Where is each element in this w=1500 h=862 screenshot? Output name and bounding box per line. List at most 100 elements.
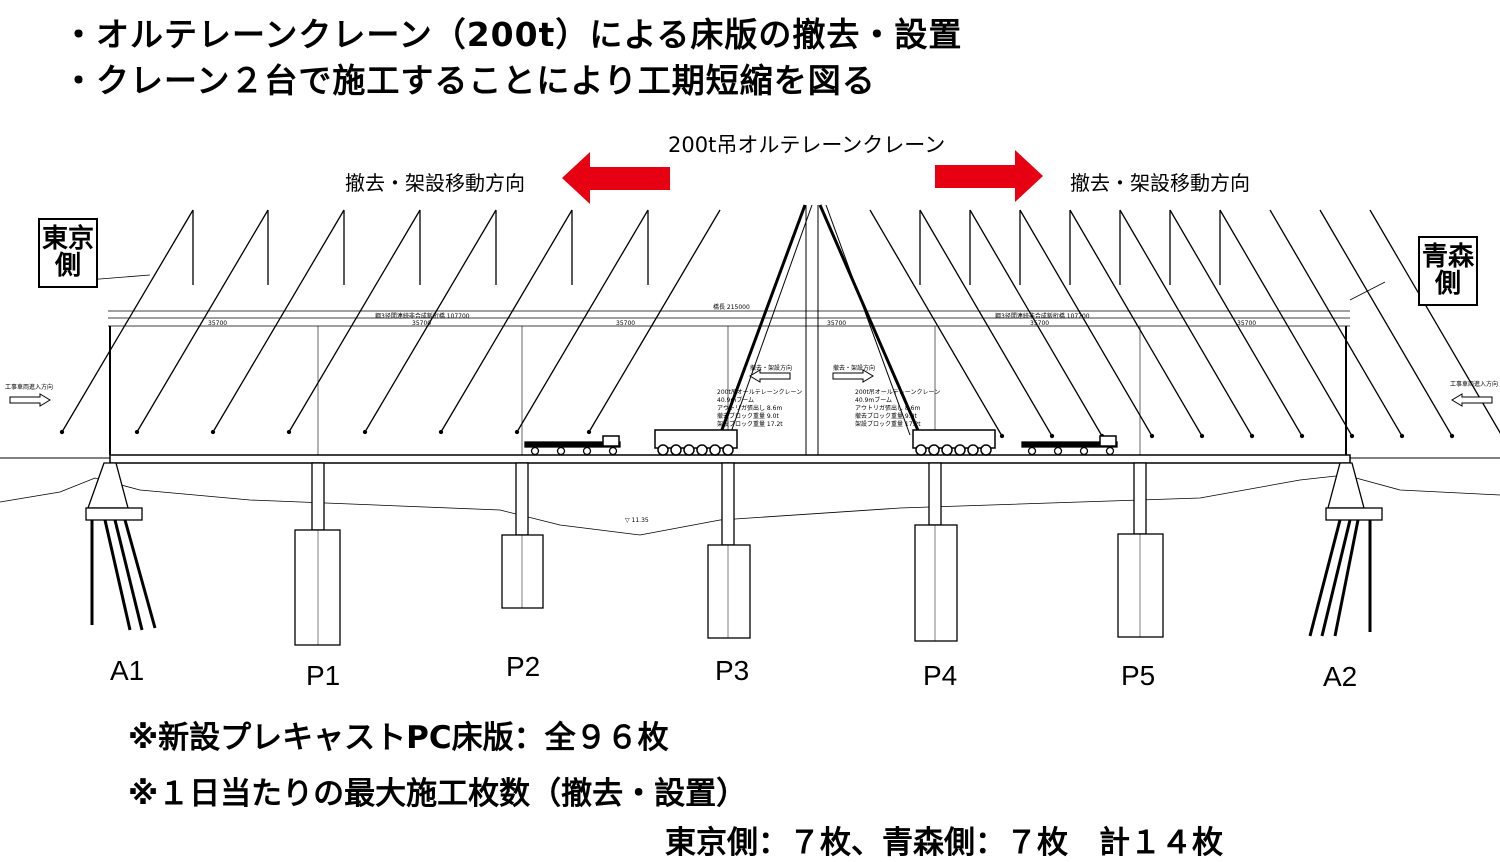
pile: [123, 519, 157, 629]
radius-point: [1449, 433, 1455, 439]
support-a2: A2: [1323, 661, 1358, 692]
small-direction-right: 撤去・架設方向: [833, 365, 876, 372]
heading-2: ・クレーン２台で施工することにより工期短縮を図る: [62, 61, 876, 100]
wheel: [670, 444, 682, 456]
radius-line: [869, 209, 1003, 437]
wheel: [928, 444, 940, 456]
radius-point: [59, 429, 65, 435]
radius-line: [136, 209, 269, 433]
wheel: [696, 444, 708, 456]
span-dim: 35700: [1030, 320, 1050, 327]
arrow-right-icon: [935, 150, 1043, 202]
pile: [1308, 519, 1342, 637]
pier-footing: [294, 529, 341, 646]
crane-boom: [718, 204, 807, 436]
radius-line: [61, 209, 194, 433]
radius-line: [919, 209, 1053, 437]
support-p2: P2: [506, 651, 541, 682]
wheel: [582, 446, 592, 456]
trailer-right: [1021, 441, 1118, 448]
radius-line: [364, 209, 497, 433]
span-dim: 35700: [827, 320, 847, 327]
pile: [1333, 519, 1360, 637]
pier-footing: [501, 534, 544, 609]
truck-cab: [1099, 435, 1117, 447]
abutment-a1: [87, 462, 129, 509]
trailer-left: [524, 441, 621, 448]
radius-line: [1019, 209, 1153, 437]
abutment-a1-footing: [85, 507, 143, 521]
note-daily-max: ※１日当たりの最大施工枚数（撤去・設置）: [128, 776, 748, 812]
radius-point: [210, 429, 216, 435]
wheel: [967, 444, 979, 456]
entry-arrow-icon: [9, 393, 51, 407]
span-dim: 35700: [412, 320, 432, 327]
support-p5: P5: [1121, 660, 1156, 691]
arrow-left-icon: [562, 152, 670, 204]
direction-arrow-icon: [749, 369, 791, 383]
pier-column: [515, 462, 529, 536]
radius-point: [1049, 433, 1055, 439]
pile: [103, 519, 132, 631]
abutment-a2: [1327, 462, 1365, 509]
span-dim: 35700: [1237, 320, 1257, 327]
radius-point: [514, 429, 520, 435]
radius-line: [1119, 209, 1253, 437]
radius-point: [362, 429, 368, 435]
radius-line: [969, 209, 1103, 437]
wheel: [657, 444, 669, 456]
radius-line: [1069, 209, 1203, 437]
wheel: [941, 444, 953, 456]
direction-left-label: 撤去・架設移動方向: [345, 171, 525, 195]
pier-column: [928, 462, 942, 526]
pier-footing: [707, 544, 751, 639]
span-dim: 35700: [208, 320, 228, 327]
tokyo-side-label: 東京側: [38, 218, 98, 288]
truck-cab: [602, 435, 620, 447]
radius-point: [1149, 433, 1155, 439]
support-a1: A1: [110, 655, 145, 686]
wheel: [530, 446, 540, 456]
terrain-line: [0, 474, 1500, 536]
radius-line: [516, 209, 649, 433]
radius-line: [1269, 209, 1403, 437]
radius-line: [288, 209, 421, 433]
wheel: [1053, 446, 1063, 456]
radius-line: [1219, 209, 1353, 437]
crane-vehicle-right: [912, 429, 996, 449]
pier-column: [721, 462, 735, 546]
pile: [113, 519, 144, 631]
radius-line: [588, 209, 721, 433]
vehicle-entry-right: 工事車両進入方向: [1450, 381, 1499, 388]
wheel: [1105, 446, 1115, 456]
span-right: 鋼3径間連続非合成鈑桁橋 107700: [995, 313, 1090, 320]
water-level: ▽ 11.35: [625, 517, 649, 524]
note-daily-breakdown: 東京側：７枚、青森側：７枚 計１４枚: [665, 825, 1223, 861]
radius-point: [1299, 433, 1305, 439]
radius-line: [1319, 209, 1453, 437]
radius-line: [440, 209, 573, 433]
radius-point: [586, 429, 592, 435]
pile: [1320, 519, 1352, 637]
radius-point: [438, 429, 444, 435]
abutment-a2-footing: [1325, 507, 1383, 521]
radius-point: [1349, 433, 1355, 439]
direction-arrow-icon: [832, 369, 874, 383]
wheel: [915, 444, 927, 456]
support-p3: P3: [715, 655, 750, 686]
bridge-length: 橋長 215000: [713, 304, 750, 311]
heading-1: ・オルテレーンクレーン（200t）による床版の撤去・設置: [62, 15, 963, 54]
bridge-deck: [109, 454, 1351, 464]
small-direction-left: 撤去・架設方向: [750, 365, 793, 372]
wheel: [954, 444, 966, 456]
crane-boom: [818, 204, 922, 436]
vehicle-entry-left: 工事車両進入方向: [5, 384, 54, 391]
wheel: [608, 446, 618, 456]
span-dim: 35700: [616, 320, 636, 327]
wheel: [980, 444, 992, 456]
support-p1: P1: [306, 660, 341, 691]
wheel: [1027, 446, 1037, 456]
